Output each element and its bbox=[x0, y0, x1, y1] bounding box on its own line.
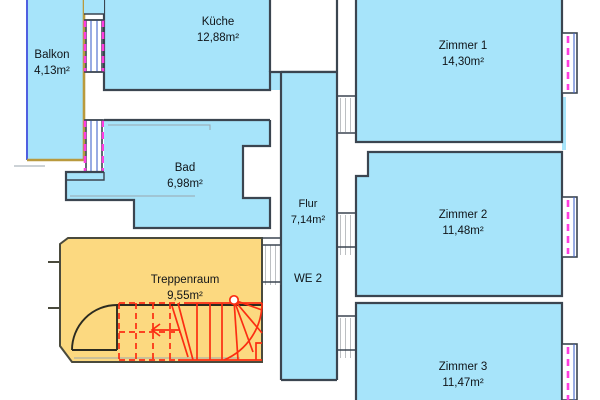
hatch-door-z3 bbox=[337, 318, 356, 358]
zimmer2-walls bbox=[354, 150, 564, 298]
balkon-name: Balkon bbox=[34, 49, 69, 61]
balkon-floor bbox=[27, 0, 84, 160]
bad-floor bbox=[66, 120, 270, 228]
window-z2-frame bbox=[561, 196, 578, 258]
wall-detail-ticks bbox=[262, 95, 356, 351]
label-bad: Bad 6,98m² bbox=[167, 162, 203, 190]
corridor-wall-hatching bbox=[262, 98, 356, 358]
stair-walkline bbox=[177, 302, 194, 361]
window-z3-frame bbox=[561, 343, 578, 400]
bad-niche-wall bbox=[66, 172, 105, 181]
stair-walkline-2 bbox=[171, 305, 189, 358]
bad-name: Bad bbox=[175, 162, 195, 174]
door-swing-arc bbox=[71, 304, 118, 351]
label-zimmer2: Zimmer 2 11,48m² bbox=[439, 209, 488, 237]
label-flur: Flur 7,14m² bbox=[291, 198, 326, 226]
hatch-door-z1 bbox=[337, 98, 356, 132]
stair-winder-2 bbox=[233, 299, 254, 353]
window-balkon-upper bbox=[83, 19, 105, 73]
label-balkon: Balkon 4,13m² bbox=[34, 49, 70, 77]
treppenraum-name: Treppenraum bbox=[151, 274, 220, 286]
bad-fixture-hint-a bbox=[108, 124, 211, 130]
unit-label: WE 2 bbox=[294, 273, 322, 285]
treppenraum-walls bbox=[59, 237, 263, 363]
label-zimmer3: Zimmer 3 11,47m² bbox=[439, 361, 488, 389]
window-upper-frame bbox=[85, 19, 103, 73]
staircase-symbol bbox=[118, 294, 263, 361]
zimmer3-name: Zimmer 3 bbox=[439, 361, 488, 373]
window-balkon-lower bbox=[83, 119, 105, 173]
bad-outline bbox=[64, 120, 272, 230]
room-bad bbox=[64, 118, 272, 230]
zimmer2-area: 11,48m² bbox=[442, 225, 484, 237]
bad-area: 6,98m² bbox=[167, 178, 203, 190]
hatch-door-z2 bbox=[337, 215, 356, 255]
partial-room-floor bbox=[84, 0, 104, 14]
treppenraum-area: 9,55m² bbox=[167, 290, 203, 302]
flur-floor bbox=[281, 72, 337, 380]
label-zimmer1: Zimmer 1 14,30m² bbox=[439, 40, 488, 68]
window-z1-frame bbox=[561, 32, 578, 94]
window-zimmer3 bbox=[561, 343, 578, 400]
flur-area: 7,14m² bbox=[291, 214, 326, 226]
room-zimmer1 bbox=[354, 0, 566, 150]
window-zimmer2 bbox=[561, 196, 578, 258]
window-zimmer1 bbox=[561, 32, 578, 94]
stair-bottom-step bbox=[255, 342, 262, 360]
label-treppenraum: Treppenraum 9,55m² bbox=[151, 274, 220, 302]
window-lower-frame bbox=[85, 119, 103, 173]
stair-newel-post bbox=[228, 294, 240, 306]
zimmer2-name: Zimmer 2 bbox=[439, 209, 488, 221]
kueche-name: Küche bbox=[202, 16, 235, 28]
zimmer1-name: Zimmer 1 bbox=[439, 40, 488, 52]
room-labels: Balkon 4,13m² Küche 12,88m² Bad 6,98m² T… bbox=[34, 16, 487, 389]
room-zimmer2 bbox=[354, 150, 564, 298]
treppenraum-floor bbox=[60, 238, 262, 362]
kueche-area: 12,88m² bbox=[197, 32, 239, 44]
balkon-area: 4,13m² bbox=[34, 65, 70, 77]
kueche-floor bbox=[104, 0, 337, 90]
label-unit: WE 2 bbox=[294, 273, 322, 285]
upper-left-partial-room bbox=[84, 0, 104, 15]
zimmer1-floor bbox=[356, 0, 566, 150]
zimmer2-floor bbox=[356, 152, 562, 296]
stair-winder-curve bbox=[223, 302, 263, 361]
zimmer3-area: 11,47m² bbox=[442, 377, 484, 389]
stair-arrow-head bbox=[150, 323, 161, 337]
zimmer1-area: 14,30m² bbox=[442, 56, 484, 68]
stair-winder-1 bbox=[233, 299, 239, 361]
label-kueche: Küche 12,88m² bbox=[197, 16, 239, 44]
hatch-door-stair bbox=[262, 245, 281, 285]
zimmer3-floor bbox=[356, 303, 562, 400]
room-treppenraum bbox=[48, 237, 263, 363]
room-flur bbox=[279, 70, 339, 382]
flur-name: Flur bbox=[299, 198, 318, 210]
